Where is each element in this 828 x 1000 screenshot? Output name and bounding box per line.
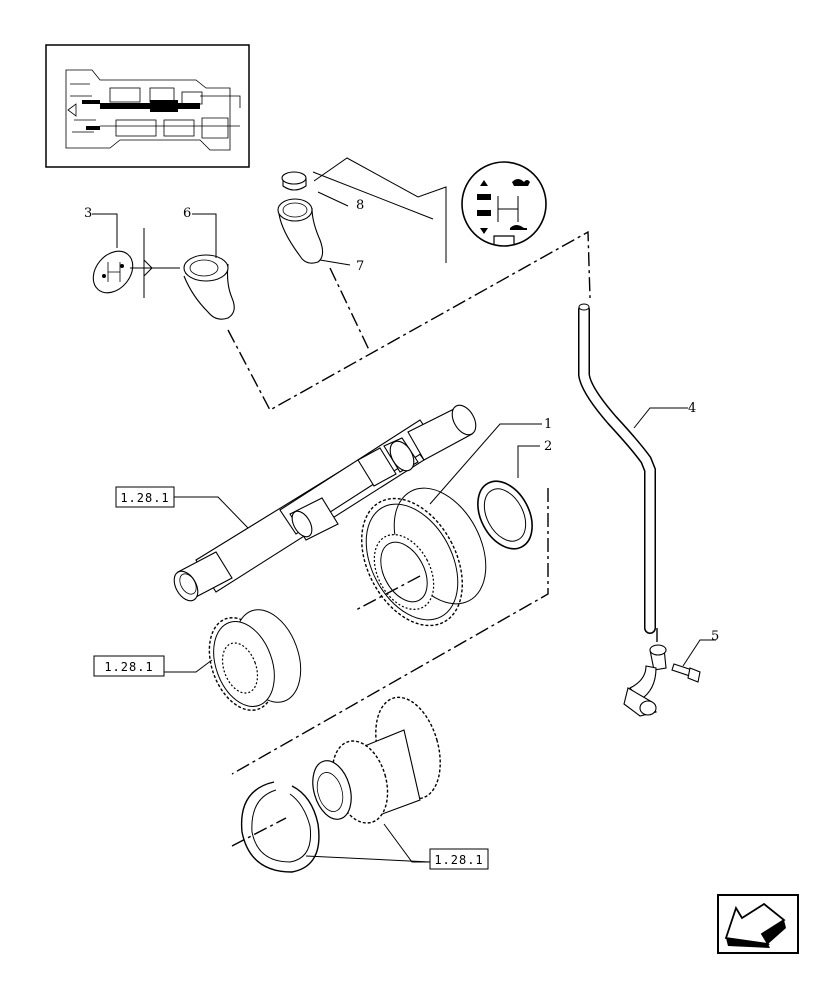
callout-7: 7	[356, 259, 364, 274]
gear-lever-knob-6[interactable]	[183, 254, 235, 320]
callout-5: 5	[711, 629, 719, 644]
ring-2[interactable]	[467, 472, 543, 558]
reference-box-shaft[interactable]: 1.28.1	[115, 486, 175, 508]
knob-cap-8[interactable]	[281, 171, 307, 191]
shift-pattern-decal-icon[interactable]	[461, 161, 547, 247]
bolt-5[interactable]	[671, 663, 701, 683]
callout-6: 6	[183, 206, 191, 221]
callout-2: 2	[544, 439, 552, 454]
main-shaft[interactable]	[169, 401, 480, 605]
callout-1: 1	[544, 417, 552, 432]
callout-4: 4	[688, 401, 696, 416]
callout-3: 3	[84, 206, 92, 221]
gear-lever-knob-7[interactable]	[277, 198, 324, 264]
reference-box-cluster[interactable]: 1.28.1	[429, 848, 489, 870]
callout-8: 8	[356, 198, 364, 213]
reference-label-cluster: 1.28.1	[434, 853, 483, 867]
previous-page-arrow-icon[interactable]	[717, 894, 799, 954]
snap-ring[interactable]	[240, 781, 320, 873]
reference-label-shaft: 1.28.1	[120, 491, 169, 505]
synchro-hub[interactable]	[197, 601, 312, 720]
reference-box-sync[interactable]: 1.28.1	[93, 655, 165, 677]
gear-lever-rod-4[interactable]	[578, 303, 667, 717]
reference-label-sync: 1.28.1	[104, 660, 153, 674]
shift-decal-3[interactable]	[85, 243, 141, 300]
cluster-gear[interactable]	[306, 690, 451, 830]
transmission-cross-section-icon[interactable]	[45, 44, 250, 168]
